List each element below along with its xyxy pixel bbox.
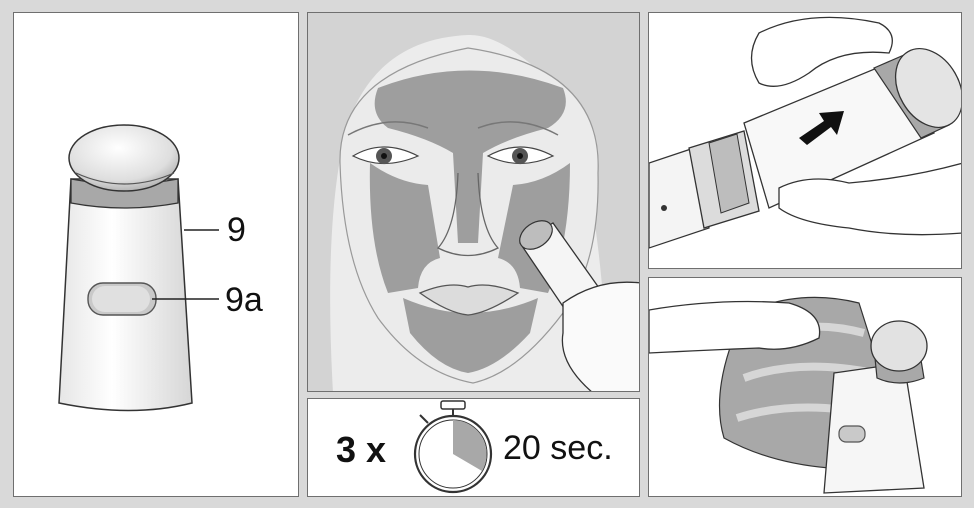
label-part-9: 9 (227, 213, 246, 247)
hand-icon (562, 282, 640, 392)
cleaning-panel (648, 277, 962, 497)
face-treatment-panel (307, 12, 640, 392)
timer-duration: 20 sec. (503, 431, 613, 465)
cloth-icon (649, 278, 962, 497)
attach-cap-panel (648, 12, 962, 269)
hand-icon (649, 302, 820, 353)
device-icon (14, 13, 299, 497)
attach-cap-illustration (649, 13, 962, 269)
face-illustration (308, 13, 640, 392)
device-parts-panel: 9 9a (13, 12, 299, 497)
label-switch-9a: 9a (225, 283, 263, 317)
timer-panel: 3 x 20 sec. (307, 398, 640, 497)
duration-unit: sec. (550, 429, 612, 467)
duration-value: 20 (503, 429, 541, 467)
